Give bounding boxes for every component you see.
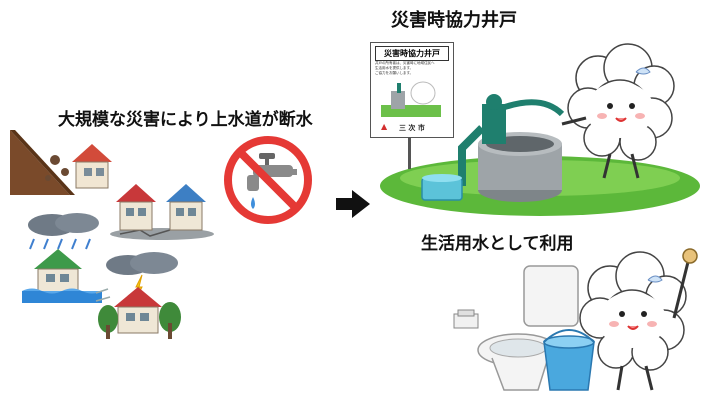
sign-body-line2: 生活用水を提供します。 [375,66,414,70]
hand-pump-well-icon [421,94,565,202]
bottom-caption: 生活用水として利用 [421,234,574,254]
left-caption: 大規模な災害により上水道が断水 [58,110,313,130]
cloud-mascot-icon [561,43,675,179]
earthquake-houses-icon [110,184,214,240]
sign-picture [381,81,441,117]
cloud-mascot-with-brush-icon [579,248,698,391]
info-sign: 災害時協力井戸 井戸の所有者は、災害時に地域住民へ 生活用水を提供します。 ご協… [370,42,454,138]
sign-body-line3: ご協力をお願いします。 [375,71,414,75]
city-logo-icon: ▲ [381,122,388,131]
well-scene: 災害時協力井戸 井戸の所有者は、災害時に地域住民へ 生活用水を提供します。 ご協… [360,38,700,218]
sign-city: 三 次 市 [399,124,425,132]
storm-house-icon [95,252,181,339]
sign-title: 災害時協力井戸 [375,46,449,61]
landslide-house-icon [10,130,112,195]
top-caption: 災害時協力井戸 [391,10,517,31]
water-bucket-icon [543,329,595,391]
no-water-faucet-icon [224,136,312,224]
right-arrow-icon [336,190,370,218]
sign-post [408,137,411,169]
toilet-scene [440,248,710,403]
toilet-icon [477,265,579,391]
soap-icon [453,309,479,329]
flood-house-icon [22,213,102,303]
sign-body-line1: 井戸の所有者は、災害時に地域住民へ [375,61,435,65]
